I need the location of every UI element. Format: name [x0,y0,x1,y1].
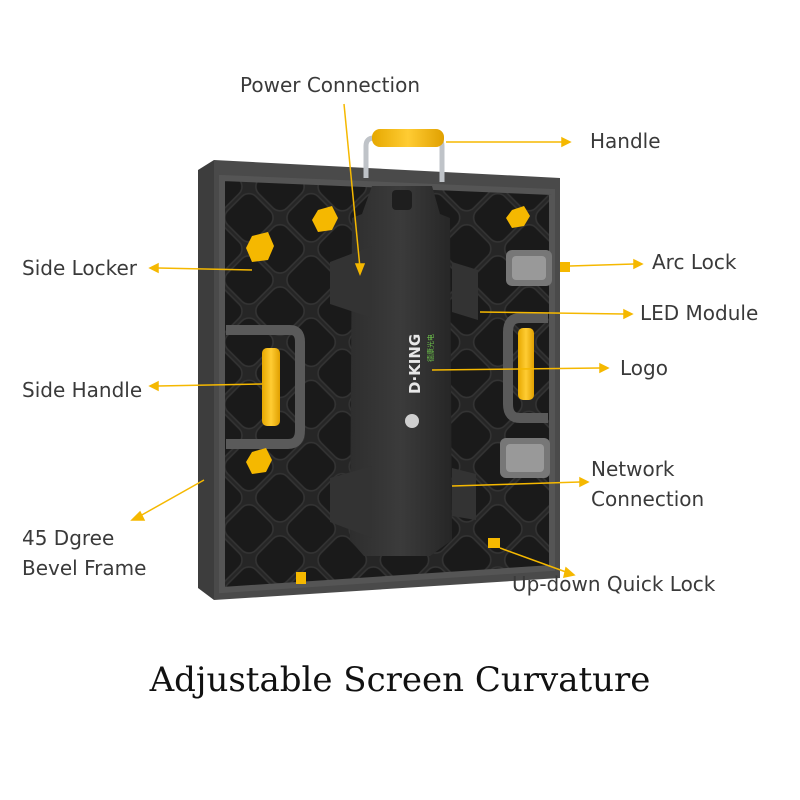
side-handle-left[interactable] [262,348,280,426]
label-logo: Logo [620,356,668,380]
network-port[interactable] [405,414,419,428]
quick-lock-bottom-right[interactable] [488,538,500,548]
side-locker-top[interactable] [246,232,274,262]
label-power-connection: Power Connection [240,73,420,97]
label-led-module: LED Module [640,301,759,325]
leader-bevel-frame [139,479,205,517]
arc-lock-bottom[interactable] [500,438,550,478]
label-network-connection: Network Connection [591,457,705,511]
leader-network [451,481,581,487]
label-side-locker: Side Locker [22,256,138,280]
side-locker-bottom[interactable] [246,448,272,474]
label-arc-lock: Arc Lock [652,250,737,274]
brand-logo: D·KING [406,334,424,394]
quick-lock-bottom-left[interactable] [296,572,306,584]
side-handle-frame-right [503,313,548,423]
label-side-handle: Side Handle [22,378,143,402]
label-bevel-frame: 45 Dgree Bevel Frame [22,526,147,580]
leader-led-module [479,311,625,315]
label-quick-lock: Up-down Quick Lock [512,572,716,596]
leader-logo [431,367,601,371]
top-handle[interactable] [363,129,445,182]
corner-lock-top-left[interactable] [312,206,338,232]
caption: Adjustable Screen Curvature [149,660,651,700]
leader-side-locker [157,267,253,271]
leader-lines [130,103,644,578]
brand-logo-subtitle: 德康光电 [426,334,435,362]
side-handle-right[interactable] [518,328,534,400]
side-handle-frame-left [226,325,305,449]
leader-side-handle [157,383,263,387]
leader-power [343,103,361,269]
leader-arc-lock [569,263,635,267]
leader-quick-lock [499,547,567,573]
corner-lock-top-right[interactable] [506,206,530,228]
arc-lock-top[interactable] [506,250,570,286]
label-handle: Handle [590,129,661,153]
